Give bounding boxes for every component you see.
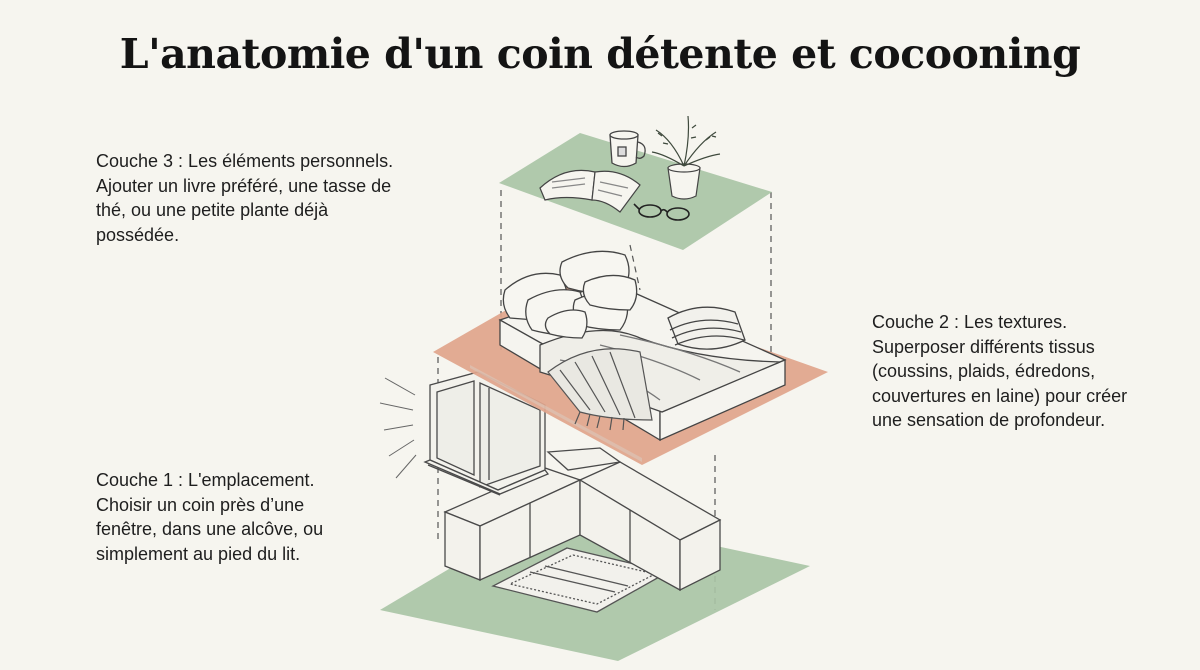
caption-layer-1-line: Choisir un coin près d’une (96, 494, 305, 515)
plant-icon (651, 115, 721, 200)
caption-layer-3-line: thé, ou une petite plante déjà (96, 200, 329, 220)
layer-1-plane (379, 371, 810, 661)
pillow-icon (582, 274, 638, 311)
caption-layer-3-line: Ajouter un livre préféré, une tasse de (96, 175, 392, 196)
caption-layer-3-line: possédée. (96, 224, 180, 245)
glasses-icon (633, 203, 690, 221)
caption-layer-1-line: fenêtre, dans une alcôve, ou (96, 519, 324, 539)
caption-layer-1-line: Couche 1 : L'emplacement. (96, 470, 315, 490)
tea-cup-icon (609, 130, 646, 168)
folded-blanket-icon (667, 306, 746, 350)
caption-layer-1: Couche 1 : L'emplacement. Choisir un coi… (96, 468, 416, 566)
caption-layer-2-line: Couche 2 : Les textures. (872, 312, 1068, 332)
page-title: L'anatomie d'un coin détente et cocoonin… (119, 30, 1081, 78)
caption-layer-3: Couche 3 : Les éléments personnels. Ajou… (96, 149, 456, 247)
caption-layer-2-line: Superposer différents tissus (872, 336, 1095, 357)
caption-layer-2-line: (coussins, plaids, édredons, (872, 361, 1096, 381)
caption-layer-2-line: couvertures en laine) pour créer (872, 385, 1128, 406)
layer-2-plane (433, 250, 828, 465)
throw-blanket-icon (547, 348, 653, 431)
pillow-icon (544, 309, 588, 339)
window-icon (423, 371, 550, 496)
book-icon (539, 169, 641, 213)
caption-layer-2: Couche 2 : Les textures. Superposer diff… (872, 310, 1182, 433)
layer-3-plane (499, 115, 772, 250)
caption-layer-2-line: une sensation de profondeur. (872, 410, 1106, 430)
bench-icon (443, 447, 722, 592)
pillows (502, 250, 638, 339)
caption-layer-3-line: Couche 3 : Les éléments personnels. (96, 151, 394, 171)
caption-layer-1-line: simplement au pied du lit. (96, 543, 301, 564)
light-rays (379, 377, 417, 479)
